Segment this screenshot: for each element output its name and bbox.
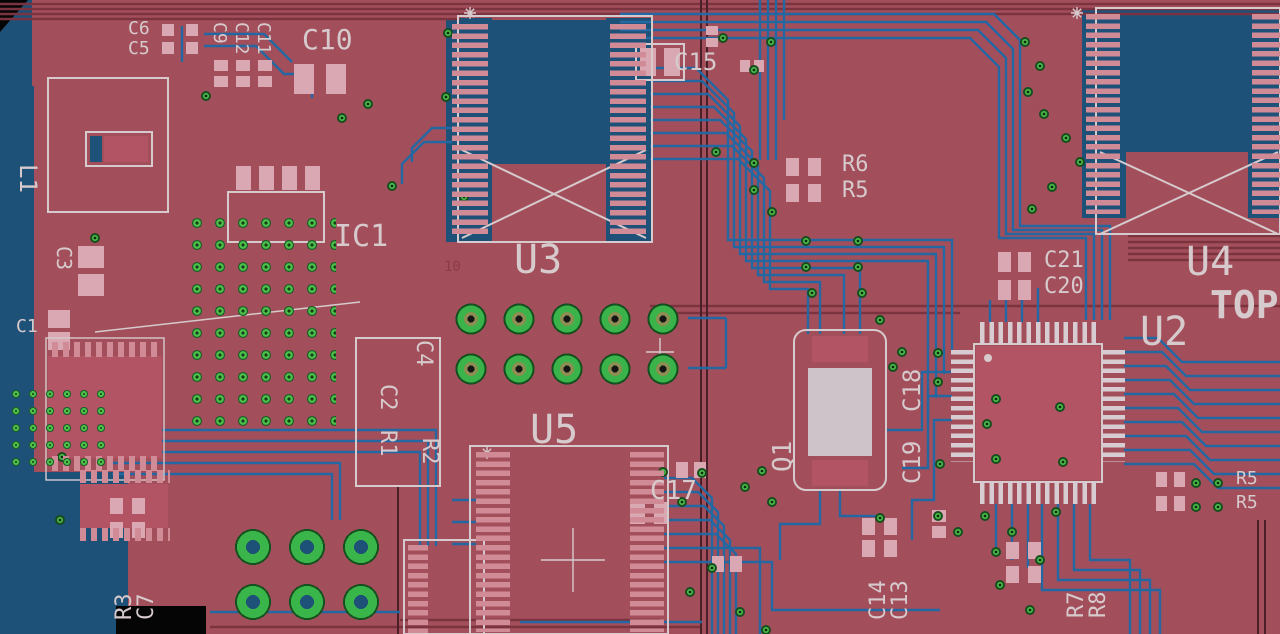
refdes-c1: C1: [16, 316, 38, 337]
crystal-body: [808, 368, 872, 456]
crystal-q1-outline: [793, 329, 887, 491]
u2-pin1-dot: [984, 354, 992, 362]
refdes-c20: C20: [1044, 274, 1084, 299]
refdes-c2: C2: [375, 384, 400, 411]
u4-left-pins: [1086, 14, 1120, 214]
u3-left-pins: [452, 24, 488, 238]
refdes-c12: C12: [231, 22, 252, 55]
c4-group-outline: [355, 337, 441, 487]
refdes-r6: R6: [842, 152, 869, 177]
header-2x5-pads: [446, 294, 688, 394]
refdes-c13: C13: [888, 580, 913, 620]
u5-right-pins: [630, 452, 664, 632]
origin-cross: [541, 528, 605, 592]
board-side-label: TOP: [1210, 283, 1279, 327]
refdes-c5: C5: [128, 38, 150, 59]
refdes-c21: C21: [1044, 248, 1084, 273]
refdes-c18: C18: [898, 368, 926, 412]
refdes-r5x-1: R5: [1236, 468, 1258, 489]
refdes-c19: C19: [898, 440, 926, 484]
bottom-connector-pins: [408, 545, 428, 633]
inductor-polarity-band: [90, 136, 102, 162]
refdes-u4: U4: [1186, 239, 1235, 285]
blue-traces: [112, 0, 1280, 634]
left-module-bottom-pins: [80, 528, 170, 541]
refdes-c3: C3: [52, 246, 76, 271]
refdes-c17: C17: [650, 476, 697, 506]
refdes-c6: C6: [128, 18, 150, 39]
refdes-c14: C14: [866, 580, 891, 620]
refdes-r2: R2: [417, 438, 442, 465]
refdes-c4: C4: [411, 340, 436, 367]
refdes-r1: R1: [375, 430, 400, 457]
u5-left-pins: [476, 452, 510, 632]
refdes-u5: U5: [530, 407, 579, 453]
refdes-l1: L1: [14, 164, 42, 193]
crystal-pad: [812, 460, 868, 486]
left-module-top-pins: [80, 470, 170, 483]
u2-right-pins: [1102, 350, 1125, 462]
refdes-r8: R8: [1086, 591, 1111, 619]
refdes-r3: R3: [112, 593, 137, 621]
u2-top-pins: [980, 322, 1098, 345]
u2-bottom-pins: [980, 481, 1098, 504]
refdes-c10: C10: [302, 23, 353, 56]
thermal-via-grid: [186, 212, 336, 430]
connector-2x3-pads: [226, 520, 388, 630]
refdes-c15: C15: [674, 48, 718, 76]
refdes-q1: Q1: [768, 440, 798, 472]
refdes-c11: C11: [253, 22, 274, 55]
u3-pin-number: 10: [444, 259, 461, 275]
refdes-r5x-2: R5: [1236, 492, 1258, 513]
u4-right-pins: [1252, 14, 1280, 214]
refdes-c7: C7: [134, 593, 159, 621]
refdes-u3: U3: [514, 237, 563, 283]
u3-right-pins: [610, 24, 646, 238]
ground-via-grid: [8, 386, 114, 470]
refdes-u2: U2: [1140, 309, 1189, 355]
u2-left-pins: [951, 350, 974, 462]
refdes-r5: R5: [842, 178, 869, 203]
refdes-c9: C9: [209, 22, 230, 44]
refdes-r7: R7: [1064, 591, 1089, 619]
inductor-l1-outline: [47, 77, 169, 213]
left-connector-top-pins: [52, 342, 162, 357]
refdes-ic1: IC1: [334, 219, 389, 254]
crystal-pad: [812, 336, 868, 362]
